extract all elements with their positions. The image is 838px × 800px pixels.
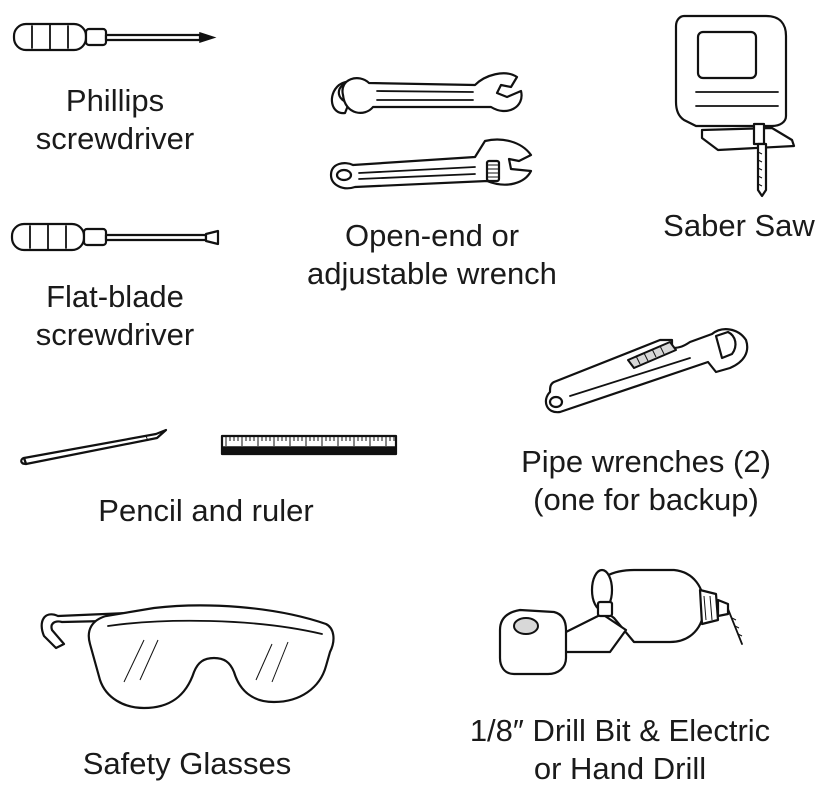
- pipe-wrench-icon: [544, 328, 749, 414]
- pencil-ruler-icon: [20, 428, 398, 466]
- safety-glasses-label: Safety Glasses: [82, 746, 292, 781]
- phillips-label-line2: screwdriver: [35, 121, 195, 156]
- saber-saw-label: Saber Saw: [663, 208, 815, 243]
- pencil-ruler-label: Pencil and ruler: [98, 493, 314, 528]
- drill-label-line2: or Hand Drill: [533, 751, 707, 786]
- phillips-label-line1: Phillips: [65, 83, 165, 118]
- flat-blade-screwdriver-icon: [10, 222, 220, 252]
- flat-blade-label-line2: screwdriver: [35, 317, 195, 352]
- pipe-wrench-label-line2: (one for backup): [533, 482, 759, 517]
- saber-saw-icon: [674, 14, 796, 198]
- wrench-icon: [329, 72, 533, 190]
- wrench-label-line2: adjustable wrench: [307, 256, 557, 291]
- safety-glasses-icon: [40, 604, 335, 710]
- wrench-label-line1: Open-end or: [344, 218, 520, 253]
- drill-icon: [498, 568, 743, 676]
- drill-label-line1: 1/8″ Drill Bit & Electric: [469, 713, 771, 748]
- flat-blade-label-line1: Flat-blade: [46, 279, 184, 314]
- phillips-screwdriver-icon: [12, 22, 217, 52]
- pipe-wrench-label-line1: Pipe wrenches (2): [521, 444, 771, 479]
